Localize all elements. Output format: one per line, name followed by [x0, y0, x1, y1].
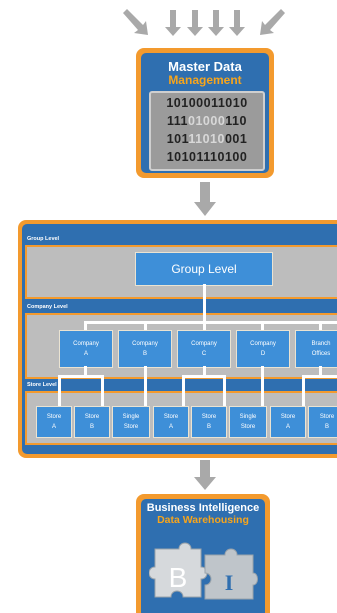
connector-line — [84, 321, 87, 331]
store-box-label: Store — [84, 414, 100, 420]
binary-text: 10100011010 — [166, 96, 248, 110]
connector-line — [182, 375, 226, 378]
company-box-label: Company — [191, 341, 217, 347]
store-box-label: Single — [239, 414, 257, 420]
organization-panel: Group Level Group Level Company Level St… — [18, 220, 337, 458]
connector-line — [261, 321, 264, 331]
binary-row: 10101110100 — [151, 148, 263, 166]
binary-text: 001 — [224, 132, 248, 146]
binary-text: 111 — [167, 114, 189, 128]
business-intelligence-title: Business Intelligence — [146, 502, 260, 514]
store-box-label: Single — [122, 414, 140, 420]
store-box-label: Store — [46, 414, 62, 420]
store-box-sublabel: B — [89, 424, 94, 430]
binary-row: 10111010001 — [151, 130, 263, 148]
master-data-box: Master Data Management 10100011010 11101… — [136, 48, 274, 178]
connector-line — [144, 366, 147, 407]
company-level-band-label: Company Level — [27, 304, 68, 310]
binary-row: 10100011010 — [151, 94, 263, 112]
binary-data-panel: 10100011010 11101000110 10111010001 1010… — [149, 91, 265, 171]
store-box-sublabel: B — [324, 424, 329, 430]
connector-line — [144, 321, 147, 331]
connector-line — [203, 366, 206, 376]
business-intelligence-inner: Business Intelligence Data Warehousing B… — [141, 499, 265, 613]
arrow-down-icon — [194, 460, 216, 490]
master-data-subtitle: Management — [168, 73, 242, 87]
store-box-sublabel: A — [168, 424, 173, 430]
connector-line — [223, 375, 226, 407]
organization-inner: Group Level Group Level Company Level St… — [22, 224, 337, 454]
company-box-label: Company — [73, 341, 99, 347]
incoming-arrows-graphic — [123, 9, 285, 36]
store-box-sublabel: Store — [123, 424, 139, 430]
company-box-sublabel: B — [142, 351, 147, 357]
business-intelligence-box: Business Intelligence Data Warehousing B… — [136, 494, 270, 613]
store-box-label: Store — [201, 414, 217, 420]
connector-line — [101, 375, 104, 407]
binary-text-highlight: 01000 — [188, 114, 226, 128]
connector-line — [302, 375, 305, 407]
connector-line — [203, 284, 206, 321]
company-box-sublabel: C — [201, 351, 207, 357]
store-box-label: Store — [280, 414, 296, 420]
group-level-box-label: Group Level — [171, 262, 237, 276]
store-box-sublabel: Store — [240, 424, 256, 430]
store-box-sublabel: A — [285, 424, 290, 430]
connector-line — [182, 375, 185, 407]
connector-line — [58, 375, 104, 378]
store-box-sublabel: A — [51, 424, 56, 430]
puzzle-pieces-icon: B I — [149, 542, 258, 600]
connector-line — [84, 321, 337, 324]
company-box-sublabel: A — [83, 351, 88, 357]
connector-line — [319, 321, 322, 331]
binary-text: 10101110100 — [166, 150, 248, 164]
connector-line — [58, 375, 61, 407]
binary-text: 101 — [166, 132, 189, 146]
master-data-title: Master Data — [168, 59, 242, 74]
company-box-label: Company — [250, 341, 276, 347]
connector-line — [319, 366, 322, 376]
data-warehousing-subtitle: Data Warehousing — [157, 514, 249, 526]
company-box-label: Branch — [311, 341, 331, 347]
store-level-band-label: Store Level — [27, 382, 57, 388]
store-box-sublabel: B — [206, 424, 211, 430]
company-box-sublabel: Offices — [311, 351, 331, 357]
connector-line — [261, 366, 264, 407]
binary-text: 110 — [225, 114, 247, 128]
store-box-label: Store — [163, 414, 179, 420]
master-data-inner: Master Data Management 10100011010 11101… — [141, 53, 269, 173]
puzzle-letter-i: I — [225, 570, 234, 595]
binary-text-highlight: 11010 — [188, 132, 225, 146]
arrow-down-icon — [194, 182, 216, 216]
connector-line — [302, 375, 337, 378]
group-level-box: Group Level — [135, 252, 273, 286]
group-level-band-label: Group Level — [27, 236, 60, 242]
company-box-sublabel: D — [260, 351, 266, 357]
binary-row: 11101000110 — [151, 112, 263, 130]
puzzle-letter-b: B — [169, 562, 188, 593]
store-box-label: Store — [319, 414, 335, 420]
connector-line — [203, 321, 206, 331]
connector-line — [84, 366, 87, 376]
company-box-label: Company — [132, 341, 158, 347]
